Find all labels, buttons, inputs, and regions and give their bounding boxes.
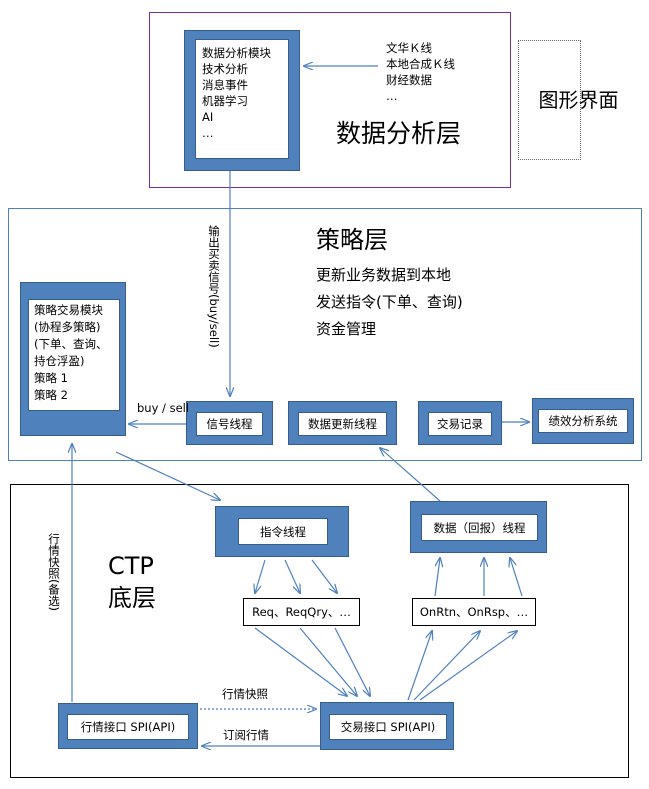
- strategy-module-inner: 策略交易模块 (协程多策略) (下单、查询、 持仓浮盈) 策略 1 策略 2: [28, 299, 120, 411]
- analysis-module-line: 技术分析: [202, 62, 248, 76]
- data-update-thread-box: 数据更新线程: [288, 401, 397, 445]
- strategy-desc-line: 资金管理: [316, 320, 377, 338]
- arrow-req-to-trade-3: [334, 627, 370, 696]
- data-source-line: 财经数据: [386, 73, 432, 87]
- command-thread-box: 指令线程: [215, 506, 349, 557]
- arrow-command-to-req-2: [284, 559, 300, 593]
- data-source-list: 文华Ｋ线 本地合成Ｋ线 财经数据 …: [386, 40, 486, 104]
- analysis-module-box: 数据分析模块 技术分析 消息事件 机器学习 AI …: [184, 30, 300, 171]
- data-source-line: 文华Ｋ线: [386, 41, 432, 55]
- output-signal-label: 输出买卖信号(buy/sell): [207, 225, 221, 348]
- data-source-line: 本地合成Ｋ线: [386, 57, 455, 71]
- data-source-line: …: [386, 89, 398, 103]
- analysis-layer-frame: [149, 12, 511, 188]
- strategy-desc-line: 发送指令(下单、查询): [316, 293, 463, 311]
- ctp-layer-title: CTP 底层: [108, 550, 156, 614]
- arrow-rtn-to-data-3: [510, 558, 523, 597]
- market-api-label: 行情接口 SPI(API): [67, 714, 189, 740]
- analysis-module-line: 机器学习: [202, 94, 248, 108]
- trade-api-box: 交易接口 SPI(API): [320, 702, 454, 750]
- strategy-module-line: 持仓浮盈): [34, 354, 85, 368]
- trade-record-box: 交易记录: [418, 401, 502, 445]
- arrow-strategy-to-command: [115, 451, 220, 500]
- strategy-layer-title: 策略层: [316, 226, 388, 254]
- rtn-box: OnRtn、OnRsp、…: [412, 598, 536, 626]
- arrow-trade-to-rtn-2: [413, 631, 480, 701]
- ctp-title-line: 底层: [108, 584, 156, 612]
- data-return-thread-label: 数据（回报）线程: [421, 514, 538, 541]
- arrow-data-return-to-update: [380, 448, 441, 502]
- arrow-rtn-to-data-1: [434, 558, 440, 597]
- strategy-desc: 更新业务数据到本地 发送指令(下单、查询) 资金管理: [316, 262, 463, 343]
- analysis-module-line: 数据分析模块: [202, 46, 271, 60]
- buy-sell-label: buy / sell: [137, 401, 190, 415]
- data-return-thread-box: 数据（回报）线程: [410, 501, 547, 553]
- ctp-title-line: CTP: [108, 552, 154, 580]
- strategy-module-line: (协程多策略): [34, 320, 101, 334]
- performance-system-box: 绩效分析系统: [532, 398, 634, 444]
- strategy-layer-frame: [8, 208, 642, 461]
- market-snapshot-label: 行情快照: [222, 687, 268, 701]
- arrow-command-to-req-1: [255, 559, 266, 593]
- signal-thread-box: 信号线程: [186, 401, 273, 445]
- arrow-trade-to-rtn-3: [419, 631, 517, 701]
- arrow-req-to-trade-1: [254, 627, 347, 696]
- strategy-module-line: 策略 2: [34, 388, 68, 402]
- strategy-desc-line: 更新业务数据到本地: [316, 266, 452, 284]
- req-box: Req、ReqQry、…: [243, 598, 360, 626]
- arrow-req-to-trade-2: [299, 627, 357, 696]
- strategy-module-line: 策略 1: [34, 371, 68, 385]
- analysis-module-line: 消息事件: [202, 78, 248, 92]
- strategy-module-line: (下单、查询、: [34, 337, 108, 351]
- signal-thread-label: 信号线程: [196, 412, 263, 436]
- performance-system-label: 绩效分析系统: [538, 409, 628, 433]
- analysis-module-line: AI: [202, 110, 214, 124]
- arrow-command-to-req-3: [311, 559, 337, 593]
- arrow-trade-to-rtn-1: [407, 631, 432, 701]
- snapshot-backup-label: 行情快照(备选): [47, 533, 61, 611]
- subscribe-label: 订阅行情: [223, 728, 269, 742]
- strategy-module-line: 策略交易模块: [34, 303, 103, 317]
- analysis-layer-title: 数据分析层: [336, 119, 462, 148]
- data-update-thread-label: 数据更新线程: [298, 412, 387, 436]
- ctp-layer-frame: [10, 484, 629, 778]
- market-api-box: 行情接口 SPI(API): [58, 703, 198, 749]
- trade-api-label: 交易接口 SPI(API): [329, 714, 447, 740]
- analysis-module-line: …: [202, 126, 214, 140]
- analysis-module-inner: 数据分析模块 技术分析 消息事件 机器学习 AI …: [195, 39, 289, 159]
- trade-record-label: 交易记录: [428, 412, 492, 436]
- command-thread-label: 指令线程: [238, 518, 328, 545]
- strategy-module-box: 策略交易模块 (协程多策略) (下单、查询、 持仓浮盈) 策略 1 策略 2: [20, 282, 126, 436]
